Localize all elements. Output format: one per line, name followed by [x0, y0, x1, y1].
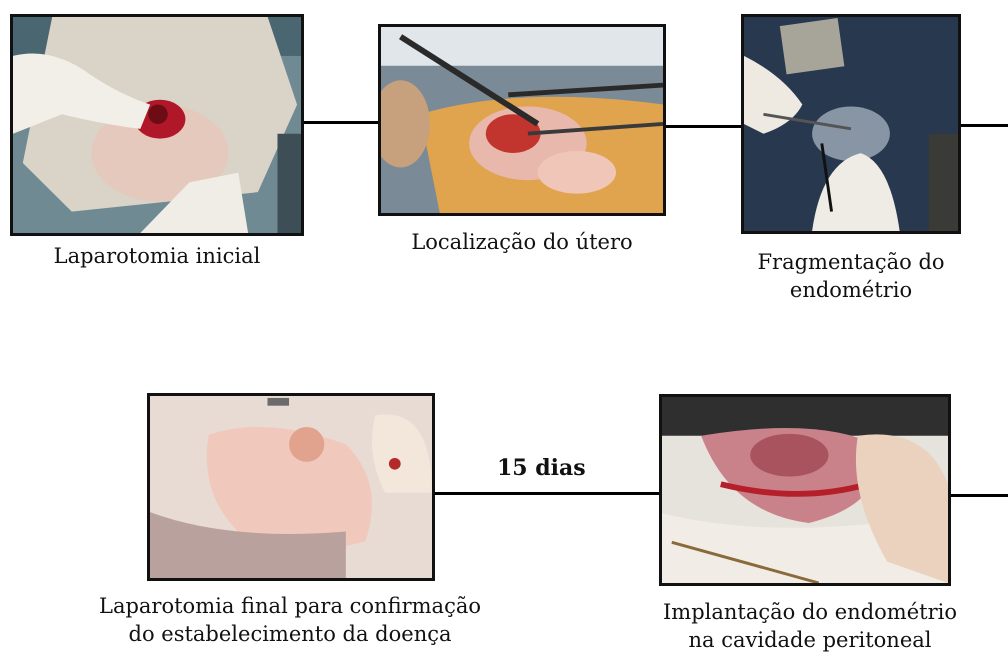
step4-photo — [659, 394, 951, 586]
step1-caption: Laparotomia inicial — [10, 242, 304, 270]
interval-label: 15 dias — [497, 455, 586, 481]
step4-caption: Implantação do endométrio na cavidade pe… — [640, 598, 980, 654]
connector-3-right — [958, 124, 1008, 127]
step3-caption: Fragmentação do endométrio — [715, 248, 987, 304]
connector-1-2 — [303, 121, 381, 124]
connector-4-right — [950, 494, 1008, 497]
step1-photo — [10, 14, 304, 236]
step2-caption: Localização do útero — [378, 228, 666, 256]
step3-photo — [741, 14, 961, 234]
connector-2-3 — [664, 125, 744, 128]
step5-caption: Laparotomia final para confirmação do es… — [40, 592, 540, 648]
step2-photo — [378, 24, 666, 216]
connector-4-5 — [432, 492, 661, 495]
step5-photo — [147, 393, 435, 581]
